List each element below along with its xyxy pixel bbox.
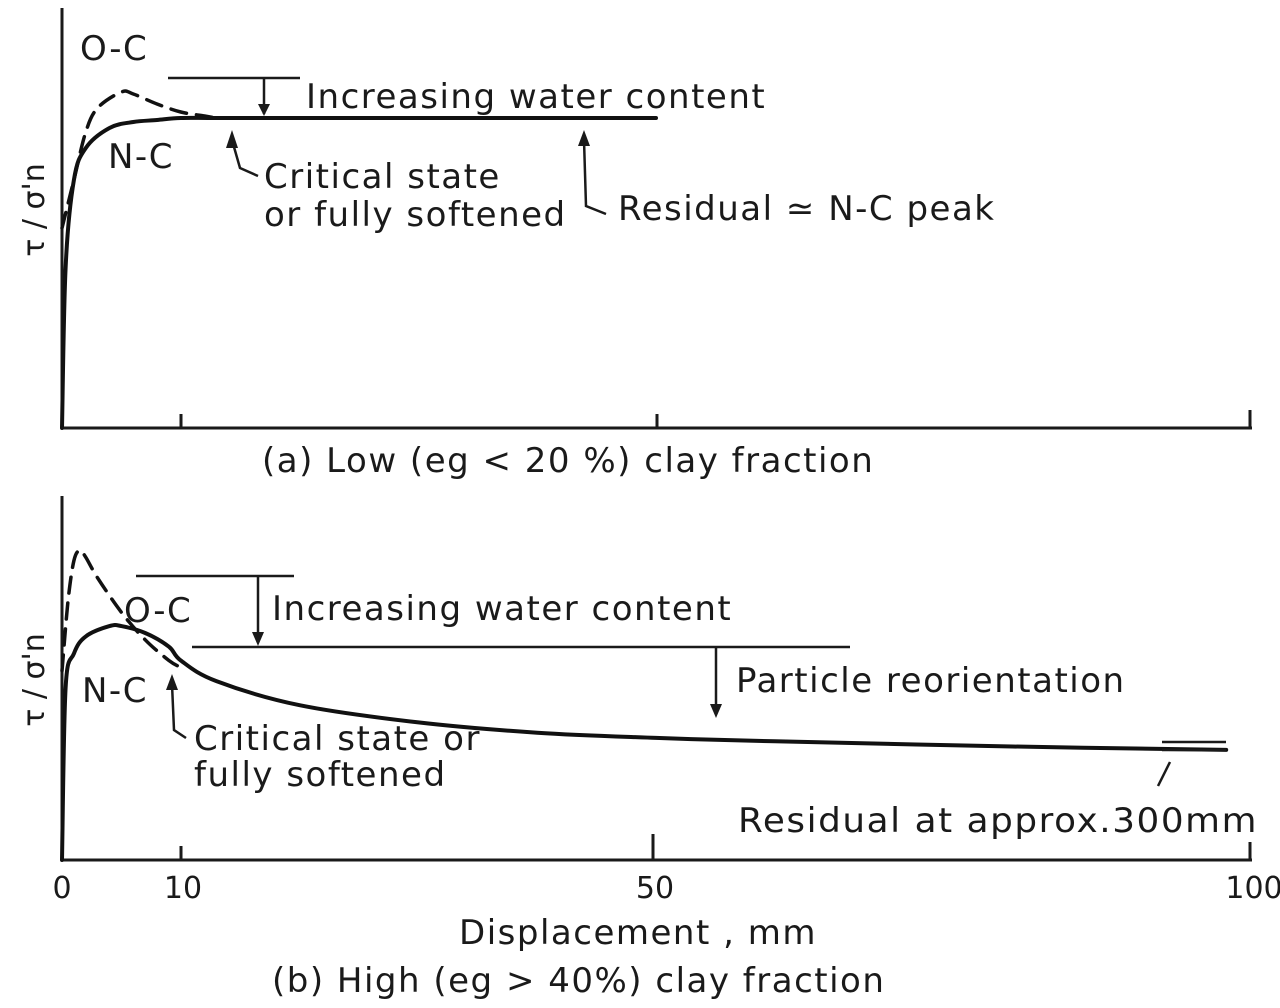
panel-a-nc-label: N-C bbox=[108, 137, 174, 177]
panel-b-particle-arrowhead bbox=[710, 704, 722, 718]
panel-a-y-label: τ / σ'n bbox=[17, 163, 52, 257]
panel-a-series-oc bbox=[60, 89, 219, 230]
panel-b-nc-label: N-C bbox=[82, 671, 148, 711]
panel-b-water-arrowhead bbox=[252, 632, 264, 646]
panel-a: τ / σ'n O-C N-C Increasing water content… bbox=[17, 8, 1252, 481]
panel-a-residual-leader bbox=[582, 139, 607, 216]
panel-b-critical-arrowhead bbox=[166, 674, 178, 690]
tick-label-100: 100 bbox=[1225, 871, 1280, 906]
panel-a-residual-arrowhead bbox=[578, 130, 590, 146]
panel-a-series-nc bbox=[60, 115, 658, 430]
panel-a-critical-leader bbox=[230, 139, 259, 178]
panel-b-particle-label: Particle reorientation bbox=[736, 661, 1126, 701]
panel-b-y-label: τ / σ'n bbox=[17, 633, 52, 727]
panel-b-residual-leader bbox=[1156, 761, 1172, 787]
panel-b-critical-label-1: Critical state or bbox=[194, 719, 481, 759]
panel-a-caption: (a) Low (eg < 20 %) clay fraction bbox=[262, 441, 874, 481]
panel-a-oc-label: O-C bbox=[80, 29, 148, 69]
panel-b-residual-label: Residual at approx.300mm bbox=[738, 801, 1258, 841]
panel-b-oc-label: O-C bbox=[124, 591, 192, 631]
panel-a-water-label: Increasing water content bbox=[306, 77, 766, 117]
panel-b: 0 10 50 100 τ / σ'n O-C N-C Increasing w… bbox=[17, 496, 1280, 1001]
panel-b-critical-label-2: fully softened bbox=[194, 755, 447, 795]
panel-a-residual-label: Residual ≃ N-C peak bbox=[618, 189, 995, 229]
panel-a-water-arrowhead bbox=[258, 104, 270, 116]
panel-a-critical-arrowhead bbox=[226, 130, 238, 148]
panel-b-series-nc bbox=[60, 623, 1229, 862]
panel-a-critical-label-1: Critical state bbox=[264, 157, 501, 197]
panel-b-caption: (b) High (eg > 40%) clay fraction bbox=[272, 961, 885, 1001]
tick-label-50: 50 bbox=[636, 871, 674, 906]
panel-b-critical-leader bbox=[170, 683, 187, 740]
panel-b-x-label: Displacement , mm bbox=[459, 913, 817, 953]
tick-label-10: 10 bbox=[164, 871, 202, 906]
tick-label-0: 0 bbox=[52, 871, 71, 906]
panel-b-series-oc bbox=[60, 548, 183, 673]
panel-a-critical-label-2: or fully softened bbox=[264, 195, 567, 235]
panel-b-water-label: Increasing water content bbox=[272, 589, 732, 629]
